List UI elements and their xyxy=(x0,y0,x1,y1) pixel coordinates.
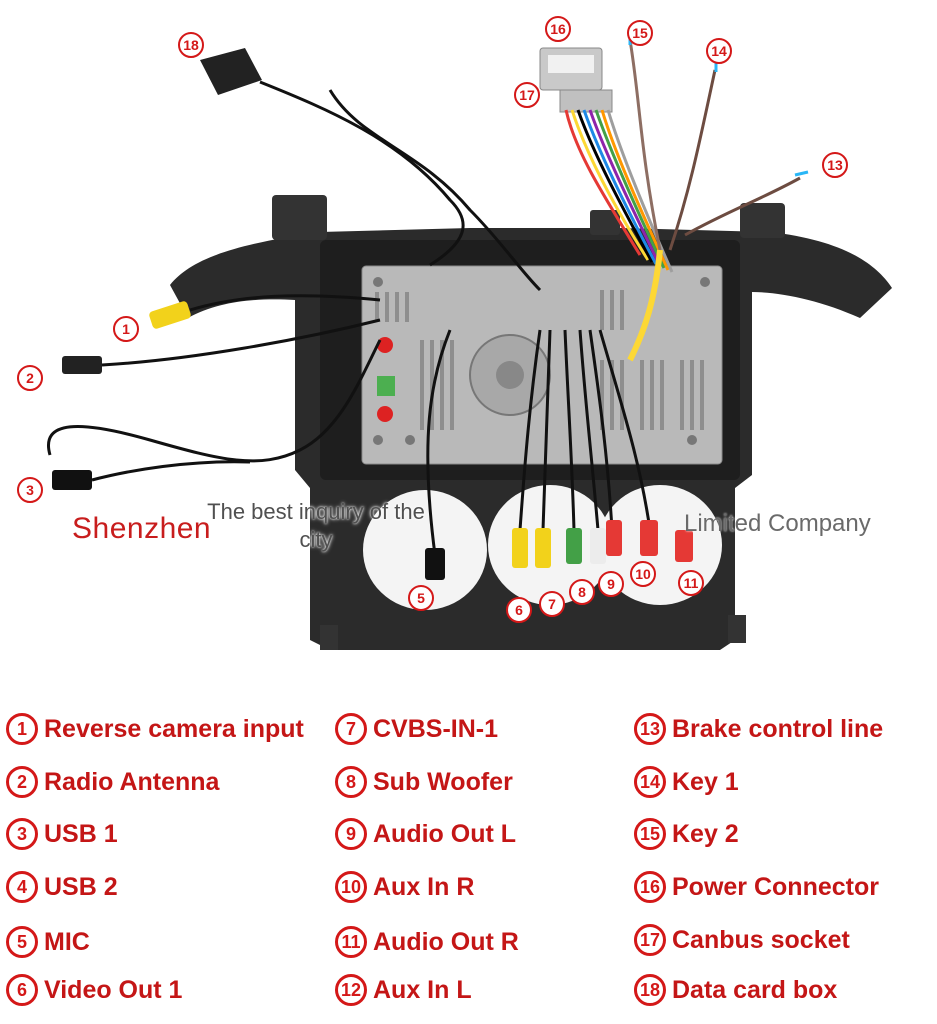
legend-number: 16 xyxy=(634,871,666,903)
legend-item: 13 Brake control line xyxy=(634,709,883,749)
legend-item: 8 Sub Woofer xyxy=(335,762,513,802)
legend-number: 7 xyxy=(335,713,367,745)
legend-number: 14 xyxy=(634,766,666,798)
legend-item: 2 Radio Antenna xyxy=(6,762,219,802)
radio-antenna-plug xyxy=(62,356,102,374)
legend-item: 14 Key 1 xyxy=(634,762,739,802)
data-card-cable xyxy=(259,80,465,267)
callout-3: 3 xyxy=(17,477,43,503)
legend-number: 17 xyxy=(634,924,666,956)
legend-item: 11 Audio Out R xyxy=(335,922,519,962)
chassis-vents xyxy=(375,290,704,430)
legend-label: Reverse camera input xyxy=(44,714,304,743)
callout-6: 6 xyxy=(506,597,532,623)
legend-label: USB 1 xyxy=(44,819,118,848)
callout-18: 18 xyxy=(178,32,204,58)
chassis-screws xyxy=(373,277,710,445)
legend-item: 1 Reverse camera input xyxy=(6,709,304,749)
legend-label: Sub Woofer xyxy=(373,767,513,796)
data-card-box xyxy=(200,48,262,95)
legend-number: 9 xyxy=(335,818,367,850)
legend-label: CVBS-IN-1 xyxy=(373,714,499,743)
mic-plug xyxy=(425,548,445,580)
legend: 1 Reverse camera input 2 Radio Antenna 3… xyxy=(0,705,937,1024)
mount-tab xyxy=(728,615,746,643)
legend-label: Aux In L xyxy=(373,975,472,1004)
legend-label: Radio Antenna xyxy=(44,767,220,796)
mount-tab xyxy=(590,210,620,235)
callout-13: 13 xyxy=(822,152,848,178)
watermark-left: Shenzhen xyxy=(72,512,212,545)
legend-item: 16 Power Connector xyxy=(634,867,879,907)
legend-number: 5 xyxy=(6,926,38,958)
chassis-sticker xyxy=(377,376,395,396)
vent-openings xyxy=(363,485,722,610)
legend-item: 4 USB 2 xyxy=(6,867,118,907)
callout-1: 1 xyxy=(113,316,139,342)
mount-tab xyxy=(740,203,785,238)
legend-number: 18 xyxy=(634,974,666,1006)
watermark-middle: The best inquiry of the city xyxy=(207,499,425,552)
legend-label: USB 2 xyxy=(44,872,118,901)
legend-number: 8 xyxy=(335,766,367,798)
chassis-button xyxy=(377,406,393,422)
mount-tab xyxy=(272,195,327,240)
legend-number: 11 xyxy=(335,926,367,958)
callout-7: 7 xyxy=(539,591,565,617)
legend-item: 5 MIC xyxy=(6,922,90,962)
head-unit-wiring-drawing xyxy=(47,30,892,650)
callout-15: 15 xyxy=(627,20,653,46)
legend-item: 10 Aux In R xyxy=(335,867,474,907)
legend-number: 2 xyxy=(6,766,38,798)
legend-number: 6 xyxy=(6,974,38,1006)
usb-cable xyxy=(47,339,382,463)
callout-5: 5 xyxy=(408,585,434,611)
callout-16: 16 xyxy=(545,16,571,42)
rca-plugs xyxy=(512,520,693,568)
legend-label: Audio Out R xyxy=(373,927,519,956)
legend-label: Key 2 xyxy=(672,819,739,848)
product-illustration: Shenzhen The best inquiry of the city Li… xyxy=(17,16,892,650)
callout-14: 14 xyxy=(706,38,732,64)
callout-9: 9 xyxy=(598,571,624,597)
legend-label: Aux In R xyxy=(373,872,475,901)
legend-item: 7 CVBS-IN-1 xyxy=(335,709,498,749)
legend-label: Audio Out L xyxy=(373,819,517,848)
usb-plug xyxy=(52,470,92,490)
legend-item: 12 Aux In L xyxy=(335,970,472,1010)
legend-number: 12 xyxy=(335,974,367,1006)
legend-number: 15 xyxy=(634,818,666,850)
legend-item: 18 Data card box xyxy=(634,970,837,1010)
legend-item: 17 Canbus socket xyxy=(634,920,850,960)
callout-17: 17 xyxy=(514,82,540,108)
callout-2: 2 xyxy=(17,365,43,391)
legend-item: 9 Audio Out L xyxy=(335,814,516,854)
legend-item: 15 Key 2 xyxy=(634,814,739,854)
legend-label: Brake control line xyxy=(672,714,884,743)
callout-8: 8 xyxy=(569,579,595,605)
legend-number: 1 xyxy=(6,713,38,745)
wire-harness xyxy=(564,39,801,362)
rca-leads xyxy=(518,329,652,531)
canbus-connector xyxy=(559,89,613,113)
watermark-right: Limited Company xyxy=(684,510,871,537)
legend-label: Data card box xyxy=(672,975,838,1004)
reverse-camera-rca xyxy=(149,301,191,329)
mount-tab xyxy=(320,625,338,650)
chassis-button xyxy=(377,337,393,353)
callout-11: 11 xyxy=(678,570,704,596)
legend-number: 13 xyxy=(634,713,666,745)
legend-number: 10 xyxy=(335,871,367,903)
legend-number: 3 xyxy=(6,818,38,850)
legend-label: Video Out 1 xyxy=(44,975,183,1004)
callout-10: 10 xyxy=(630,561,656,587)
legend-item: 3 USB 1 xyxy=(6,814,118,854)
legend-label: Canbus socket xyxy=(672,925,850,954)
legend-label: Power Connector xyxy=(672,872,879,901)
legend-label: Key 1 xyxy=(672,767,739,796)
legend-number: 4 xyxy=(6,871,38,903)
legend-label: MIC xyxy=(44,927,90,956)
legend-item: 6 Video Out 1 xyxy=(6,970,182,1010)
